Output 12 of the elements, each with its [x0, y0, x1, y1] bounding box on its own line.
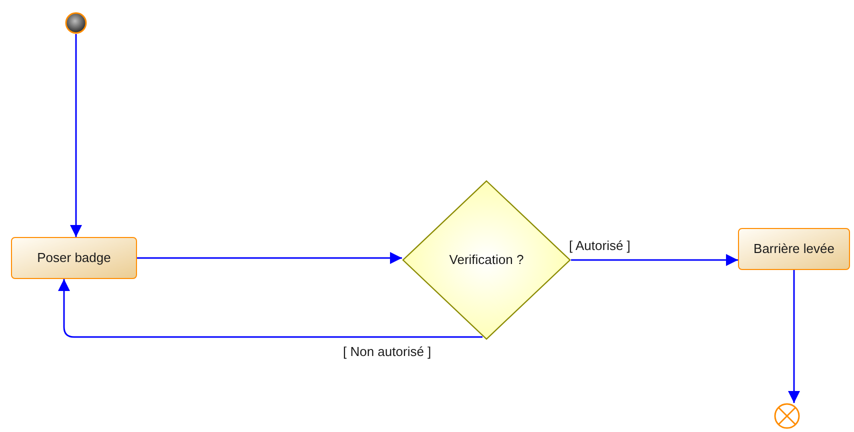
arrow — [58, 279, 482, 338]
arrow — [137, 252, 402, 264]
node-label: Poser badge — [37, 249, 111, 268]
arrow — [788, 270, 800, 403]
edge-label: [ Non autorisé ] — [342, 344, 432, 359]
edge-label: [ Autorisé ] — [568, 238, 632, 253]
action-box — [738, 228, 850, 270]
arrow — [571, 254, 738, 266]
node-label: Verification ? — [449, 251, 524, 270]
node-label: Barrière levée — [754, 240, 834, 258]
action-box — [11, 237, 137, 279]
arrow — [70, 34, 82, 237]
